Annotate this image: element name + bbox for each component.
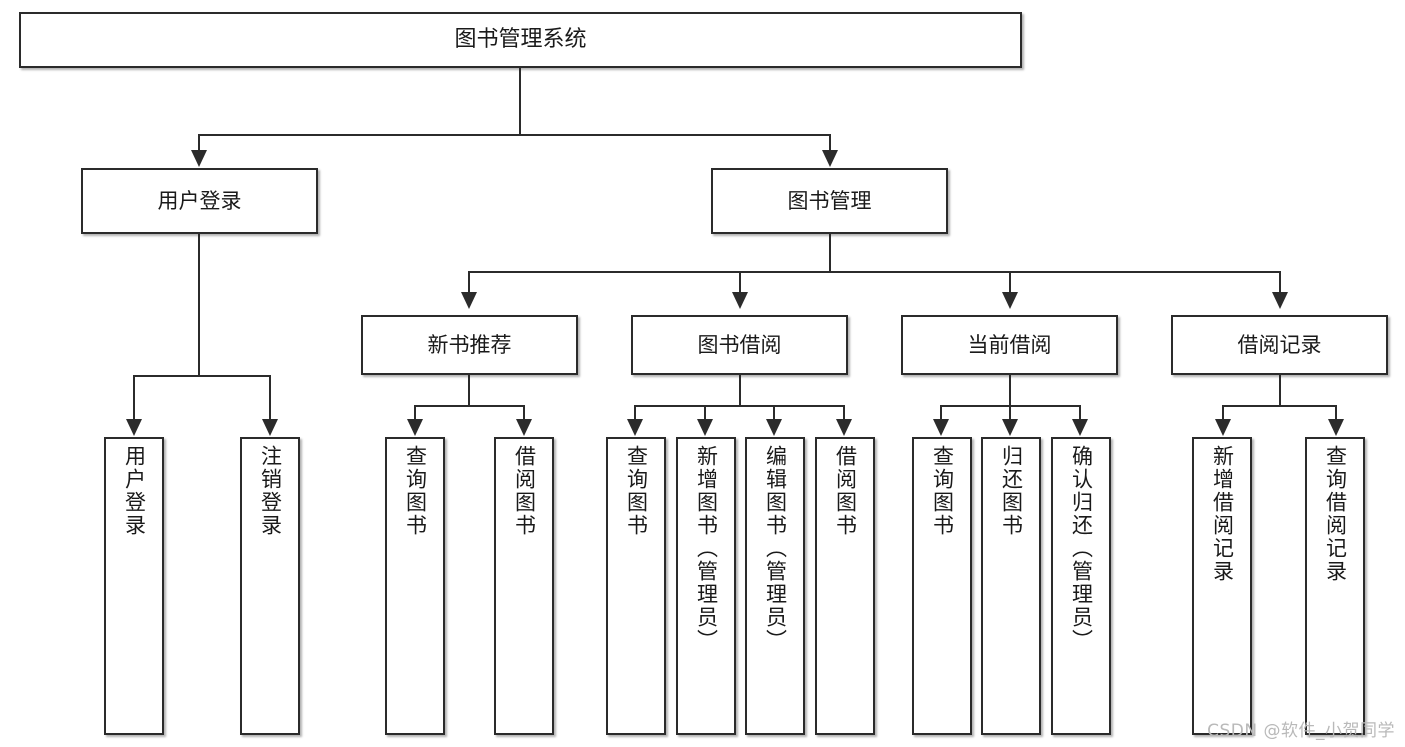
arrow-current-borrow-to-leaf-2 (1002, 419, 1018, 436)
node-label: 查询借阅记录 (1323, 445, 1348, 583)
node-book-borrow[interactable]: 图书借阅 (631, 315, 848, 375)
arrow-current-borrow-to-leaf-3 (1072, 419, 1088, 436)
node-label: 图书管理系统 (454, 27, 587, 53)
edge-new-book-to-leaf-1 (414, 405, 416, 423)
edge-book-mgmt-stem (829, 234, 831, 272)
edge-root-to-book-mgmt (829, 134, 831, 154)
node-label: 用户登录 (157, 188, 242, 213)
arrow-book-mgmt-to-book-borrow (732, 292, 748, 309)
edge-new-book-bus (414, 405, 525, 407)
edge-book-mgmt-to-borrow-record (1279, 271, 1281, 296)
arrow-book-mgmt-to-current-borrow (1002, 292, 1018, 309)
edge-new-book-to-leaf-2 (523, 405, 525, 423)
edge-current-borrow-to-leaf-1 (940, 405, 942, 423)
leaf-new-book-query[interactable]: 查询图书 (385, 437, 445, 735)
leaf-borrow-record-add[interactable]: 新增借阅记录 (1192, 437, 1252, 735)
arrow-book-borrow-to-leaf-4 (836, 419, 852, 436)
edge-current-borrow-stem (1009, 375, 1011, 406)
edge-current-borrow-to-leaf-2 (1009, 405, 1011, 423)
edge-root-stem (519, 68, 521, 135)
edge-borrow-record-bus (1222, 405, 1337, 407)
arrow-borrow-record-to-leaf-1 (1215, 419, 1231, 436)
edge-user-login-stem (198, 234, 200, 376)
edge-book-mgmt-bus (468, 271, 1280, 273)
edge-book-mgmt-to-current-borrow (1009, 271, 1011, 296)
node-label: 注销登录 (258, 445, 283, 537)
node-label: 查询图书 (624, 445, 649, 537)
node-label: 新增借阅记录 (1210, 445, 1235, 583)
node-label: 图书管理 (787, 188, 872, 213)
node-label: 新书推荐 (427, 332, 512, 357)
edge-user-login-to-leaf-2 (269, 375, 271, 423)
arrow-book-borrow-to-leaf-2 (697, 419, 713, 436)
node-label: 查询图书 (403, 445, 428, 537)
node-user-login[interactable]: 用户登录 (81, 168, 318, 234)
edge-root-to-user-login (198, 134, 200, 154)
node-label: 查询图书 (930, 445, 955, 537)
node-system-root[interactable]: 图书管理系统 (19, 12, 1022, 68)
arrow-user-login-to-leaf-2 (262, 419, 278, 436)
node-label: 借阅记录 (1237, 332, 1322, 357)
arrow-current-borrow-to-leaf-1 (933, 419, 949, 436)
arrow-user-login-to-leaf-1 (126, 419, 142, 436)
node-label: 确认归还（管理员） (1069, 445, 1094, 652)
leaf-book-borrow-edit[interactable]: 编辑图书（管理员） (745, 437, 805, 735)
edge-borrow-record-to-leaf-2 (1335, 405, 1337, 423)
leaf-book-borrow-query[interactable]: 查询图书 (606, 437, 666, 735)
edge-book-borrow-to-leaf-1 (634, 405, 636, 423)
arrow-book-borrow-to-leaf-1 (627, 419, 643, 436)
node-label: 新增图书（管理员） (694, 445, 719, 652)
edge-book-mgmt-to-book-borrow (739, 271, 741, 296)
edge-book-borrow-to-leaf-4 (843, 405, 845, 423)
edge-book-mgmt-to-new-book (468, 271, 470, 296)
leaf-new-book-borrow[interactable]: 借阅图书 (494, 437, 554, 735)
leaf-user-login-logout[interactable]: 注销登录 (240, 437, 300, 735)
edge-book-borrow-to-leaf-2 (704, 405, 706, 423)
arrow-book-mgmt-to-new-book (461, 292, 477, 309)
node-borrow-record[interactable]: 借阅记录 (1171, 315, 1388, 375)
edge-book-borrow-stem (739, 375, 741, 406)
node-label: 归还图书 (999, 445, 1024, 537)
node-current-borrow[interactable]: 当前借阅 (901, 315, 1118, 375)
node-label: 借阅图书 (833, 445, 858, 537)
edge-book-borrow-bus (634, 405, 845, 407)
node-book-management[interactable]: 图书管理 (711, 168, 948, 234)
leaf-user-login-login[interactable]: 用户登录 (104, 437, 164, 735)
watermark-text: CSDN @软件_小贺同学 (1207, 721, 1395, 741)
leaf-borrow-record-query[interactable]: 查询借阅记录 (1305, 437, 1365, 735)
edge-book-borrow-to-leaf-3 (773, 405, 775, 423)
leaf-book-borrow-add[interactable]: 新增图书（管理员） (676, 437, 736, 735)
node-label: 图书借阅 (697, 332, 782, 357)
arrow-new-book-to-leaf-2 (516, 419, 532, 436)
node-label: 当前借阅 (967, 332, 1052, 357)
arrow-book-mgmt-to-borrow-record (1272, 292, 1288, 309)
arrow-borrow-record-to-leaf-2 (1328, 419, 1344, 436)
arrow-book-borrow-to-leaf-3 (766, 419, 782, 436)
edge-root-bus (198, 134, 831, 136)
node-label: 用户登录 (122, 445, 147, 537)
leaf-current-borrow-confirm-return[interactable]: 确认归还（管理员） (1051, 437, 1111, 735)
edge-user-login-to-leaf-1 (133, 375, 135, 423)
node-label: 借阅图书 (512, 445, 537, 537)
arrow-root-to-user-login (191, 150, 207, 167)
edge-user-login-bus (133, 375, 270, 377)
edge-borrow-record-stem (1279, 375, 1281, 406)
leaf-current-borrow-query[interactable]: 查询图书 (912, 437, 972, 735)
arrow-root-to-book-mgmt (822, 150, 838, 167)
edge-current-borrow-to-leaf-3 (1079, 405, 1081, 423)
node-new-book-recommend[interactable]: 新书推荐 (361, 315, 578, 375)
edge-borrow-record-to-leaf-1 (1222, 405, 1224, 423)
node-label: 编辑图书（管理员） (763, 445, 788, 652)
edge-new-book-stem (468, 375, 470, 406)
arrow-new-book-to-leaf-1 (407, 419, 423, 436)
leaf-book-borrow-borrow[interactable]: 借阅图书 (815, 437, 875, 735)
leaf-current-borrow-return[interactable]: 归还图书 (981, 437, 1041, 735)
